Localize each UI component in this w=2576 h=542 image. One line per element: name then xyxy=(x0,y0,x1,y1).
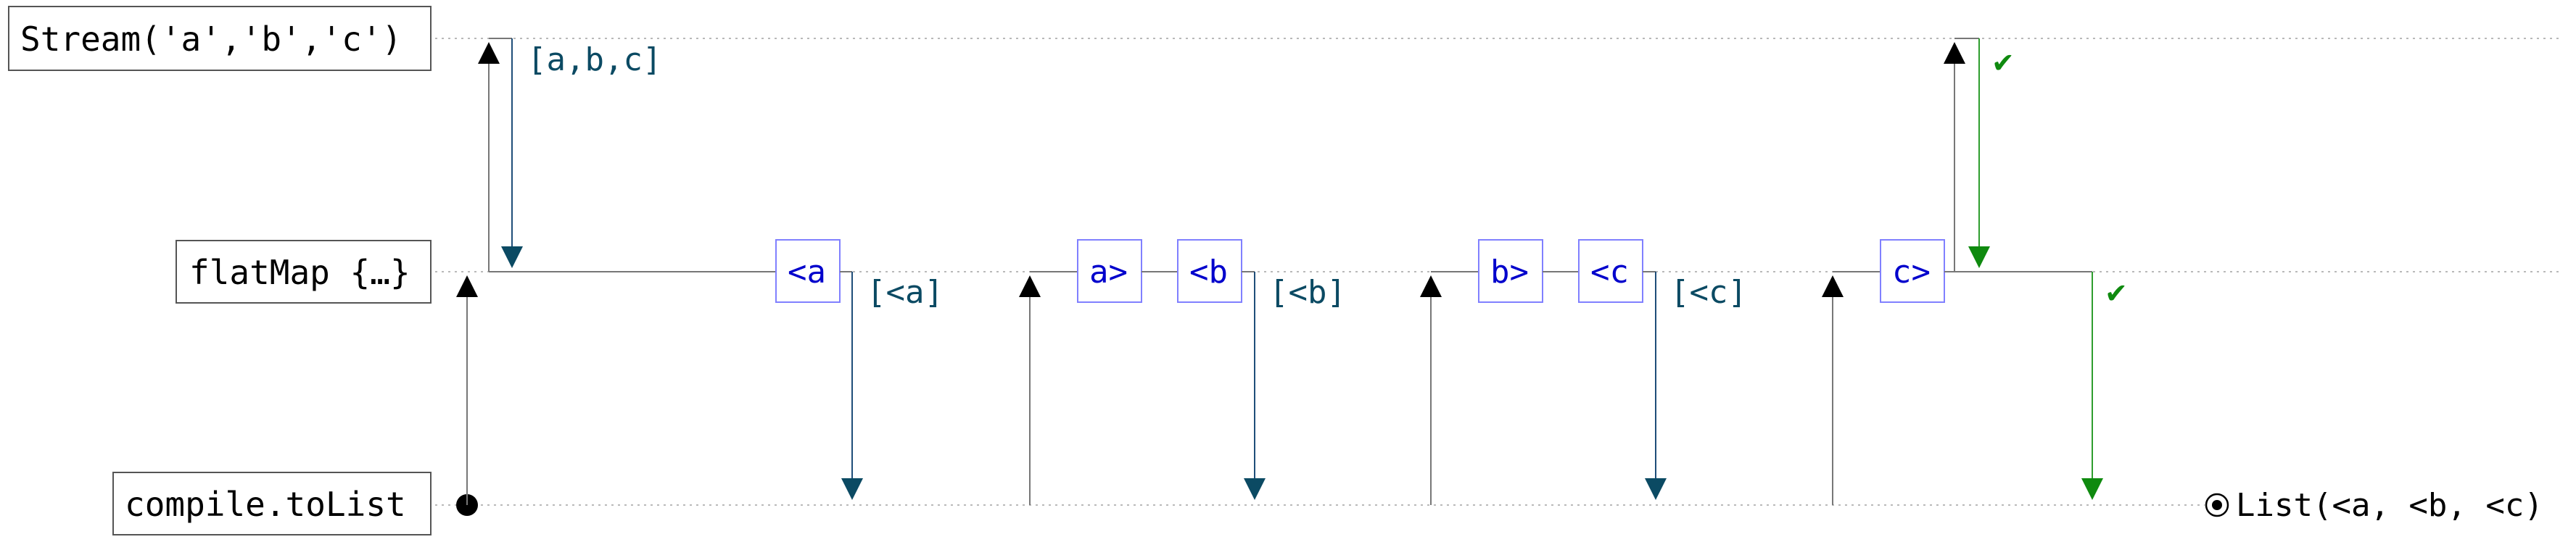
check-icon: ✔ xyxy=(1991,47,2015,79)
lane-source-box xyxy=(8,6,432,71)
lane-sink: compile.toList xyxy=(112,472,432,535)
element-b-close: b> xyxy=(1490,254,1529,291)
element-box-a-close xyxy=(1077,239,1142,303)
element-c-open: <c xyxy=(1590,254,1629,291)
emit-label-chunk-a: [<a] xyxy=(867,274,944,311)
emit-arrowhead xyxy=(841,478,863,500)
emit-arrowhead xyxy=(1645,478,1667,500)
emit-label-chunk-c: [<c] xyxy=(1670,274,1747,311)
request-arrowhead xyxy=(1944,42,1965,64)
emit-arrowhead xyxy=(501,246,523,268)
result: List(<a, <b, <c) xyxy=(2205,487,2543,524)
request-arrowhead xyxy=(1822,275,1844,297)
lane-sink-box xyxy=(112,472,432,535)
complete-arrowhead xyxy=(2081,478,2103,500)
target-circle-icon-center xyxy=(2212,500,2222,510)
emit-label-chunk-b: [<b] xyxy=(1269,274,1346,311)
element-a-open: <a xyxy=(788,254,826,291)
element-c-close: c> xyxy=(1892,254,1931,291)
lane-sink-label: compile.toList xyxy=(125,485,406,524)
emit-arrowhead xyxy=(1244,478,1266,500)
element-a-close: a> xyxy=(1089,254,1128,291)
result-value: List(<a, <b, <c) xyxy=(2236,487,2543,524)
lane-operator-box xyxy=(176,240,432,304)
request-arrowhead xyxy=(1420,275,1442,297)
element-b-open: <b xyxy=(1189,254,1228,291)
lane-operator: flatMap {…} xyxy=(176,240,432,304)
request-arrowhead xyxy=(478,42,500,64)
lane-operator-label: flatMap {…} xyxy=(189,253,410,292)
request-arrowhead xyxy=(1019,275,1041,297)
request-arrowhead xyxy=(456,275,478,297)
emit-label-source-chunk: [a,b,c] xyxy=(527,41,661,78)
element-box-b-open xyxy=(1177,239,1242,303)
complete-arrowhead xyxy=(1968,246,1990,268)
element-box-c-close xyxy=(1880,239,1945,303)
check-icon: ✔ xyxy=(2105,278,2128,309)
lane-source: Stream('a','b','c') xyxy=(8,6,432,71)
lane-source-label: Stream('a','b','c') xyxy=(20,20,402,59)
